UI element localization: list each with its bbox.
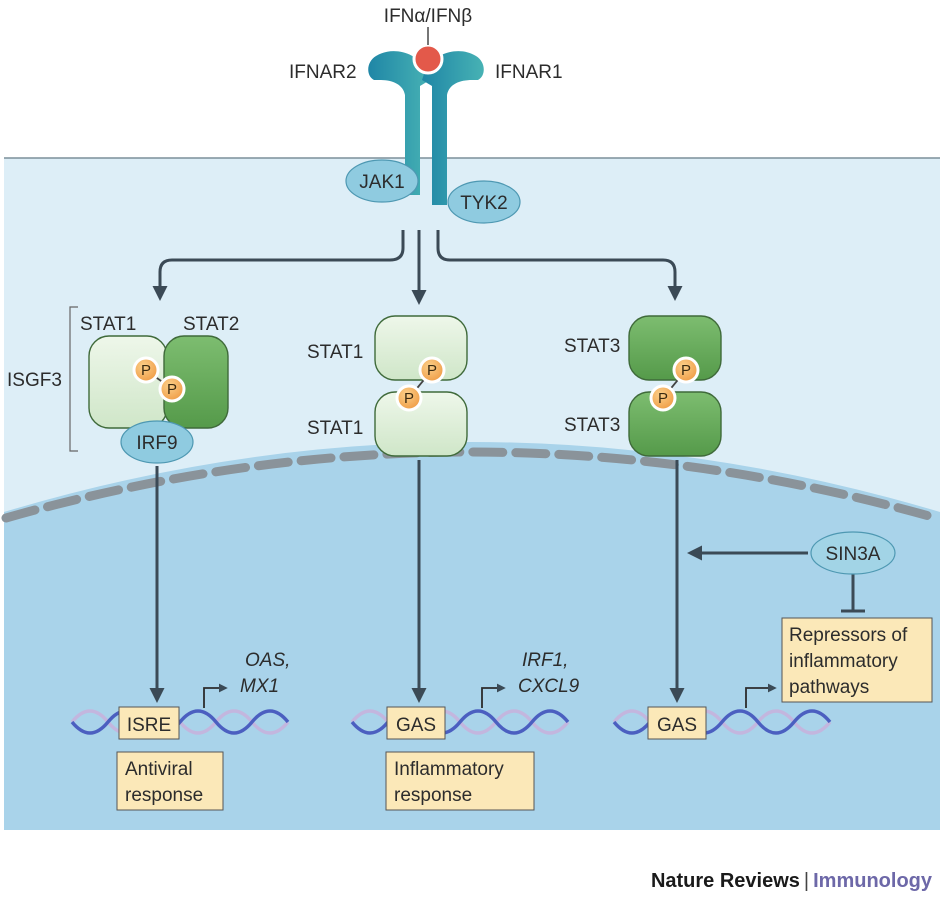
stat1-monomer: [88, 335, 168, 429]
tss-arrow-3: [745, 683, 777, 708]
phospho-label: P: [167, 381, 177, 398]
tss-arrow-2: [481, 683, 506, 708]
phospho-group: [395, 384, 423, 412]
stat1-label-1: STAT1: [80, 314, 136, 335]
repressors-box: [781, 617, 933, 703]
ifn-ligand: [412, 43, 444, 75]
phospho-label: P: [681, 362, 691, 379]
sin3a-label: SIN3A: [826, 544, 881, 565]
journal-name: Nature Reviews: [650, 870, 800, 892]
stat3-label-bottom: STAT3: [564, 415, 620, 436]
stat1-label-bottom: STAT1: [307, 418, 363, 439]
phospho-group: [158, 375, 186, 403]
jak1-label: JAK1: [359, 172, 404, 193]
gas-label-1: GAS: [396, 715, 436, 736]
isgf3-complex: ISGF3 STAT1 STAT2 P P IRF9: [7, 306, 239, 464]
footer-separator: |: [803, 870, 810, 892]
phospho-label: P: [404, 390, 414, 407]
gene-cxcl9: CXCL9: [518, 676, 580, 697]
translocation-arrows: [149, 460, 865, 703]
inflammatory-response-box: [385, 751, 535, 811]
phospho-label: P: [658, 390, 668, 407]
tss-arrow-1: [203, 683, 228, 708]
gene-irf1: IRF1,: [522, 650, 568, 671]
transcription-arrows: [203, 683, 777, 708]
stat1-homodimer: STAT1 STAT1 P P: [307, 315, 468, 457]
stat3-homodimer: STAT3 STAT3 P P: [564, 315, 722, 457]
irf9: [120, 420, 194, 464]
antiviral-response-box: [116, 751, 224, 811]
ifnar2-chain: [368, 51, 430, 195]
signal-arrows: [152, 230, 683, 305]
arrow-to-stat3-dimer: [436, 230, 683, 301]
antiviral-line1: Antiviral: [125, 759, 193, 780]
antiviral-line2: response: [125, 785, 203, 806]
tyk2-kinase: [447, 180, 521, 224]
ifnar-receptor: [368, 43, 484, 205]
phospho-group: [649, 384, 677, 412]
journal-subject: Immunology: [813, 870, 932, 892]
irf9-label: IRF9: [136, 433, 177, 454]
ifnar1-label: IFNAR1: [495, 62, 563, 83]
nuclear-envelope: [1, 447, 941, 523]
phospho-group: [418, 356, 446, 384]
phospho-label: P: [427, 362, 437, 379]
isre-element: [118, 706, 180, 740]
phospho-group: [132, 356, 160, 384]
phospho-label: P: [141, 362, 151, 379]
sin3a: [810, 531, 896, 575]
phospho-group: [672, 356, 700, 384]
gene-oas: OAS,: [245, 650, 290, 671]
jak1-kinase: [345, 159, 419, 203]
gene-mx1: MX1: [240, 676, 279, 697]
repressors-line1: Repressors of: [789, 625, 908, 646]
repressors-line3: pathways: [789, 677, 869, 698]
gas-element-2: [647, 706, 707, 740]
dna-helix-1: [70, 709, 290, 735]
arrow-to-isgf3: [152, 230, 405, 301]
stat3-label-top: STAT3: [564, 336, 620, 357]
inflammatory-line2: response: [394, 785, 472, 806]
journal-footer: Nature Reviews|Immunology: [651, 870, 932, 893]
tyk2-label: TYK2: [460, 193, 508, 214]
gas-label-2: GAS: [657, 715, 697, 736]
isgf3-label: ISGF3: [7, 370, 62, 391]
repressors-line2: inflammatory: [789, 651, 898, 672]
isgf3-bracket: [69, 306, 78, 452]
ifnar2-label: IFNAR2: [289, 62, 357, 83]
stat2-label: STAT2: [183, 314, 239, 335]
gas-element-1: [386, 706, 446, 740]
ligand-label: IFNα/IFNβ: [384, 6, 472, 27]
ifnar1-chain: [422, 51, 484, 205]
isre-label: ISRE: [127, 715, 171, 736]
inflammatory-line1: Inflammatory: [394, 759, 504, 780]
stat1-label-top: STAT1: [307, 342, 363, 363]
